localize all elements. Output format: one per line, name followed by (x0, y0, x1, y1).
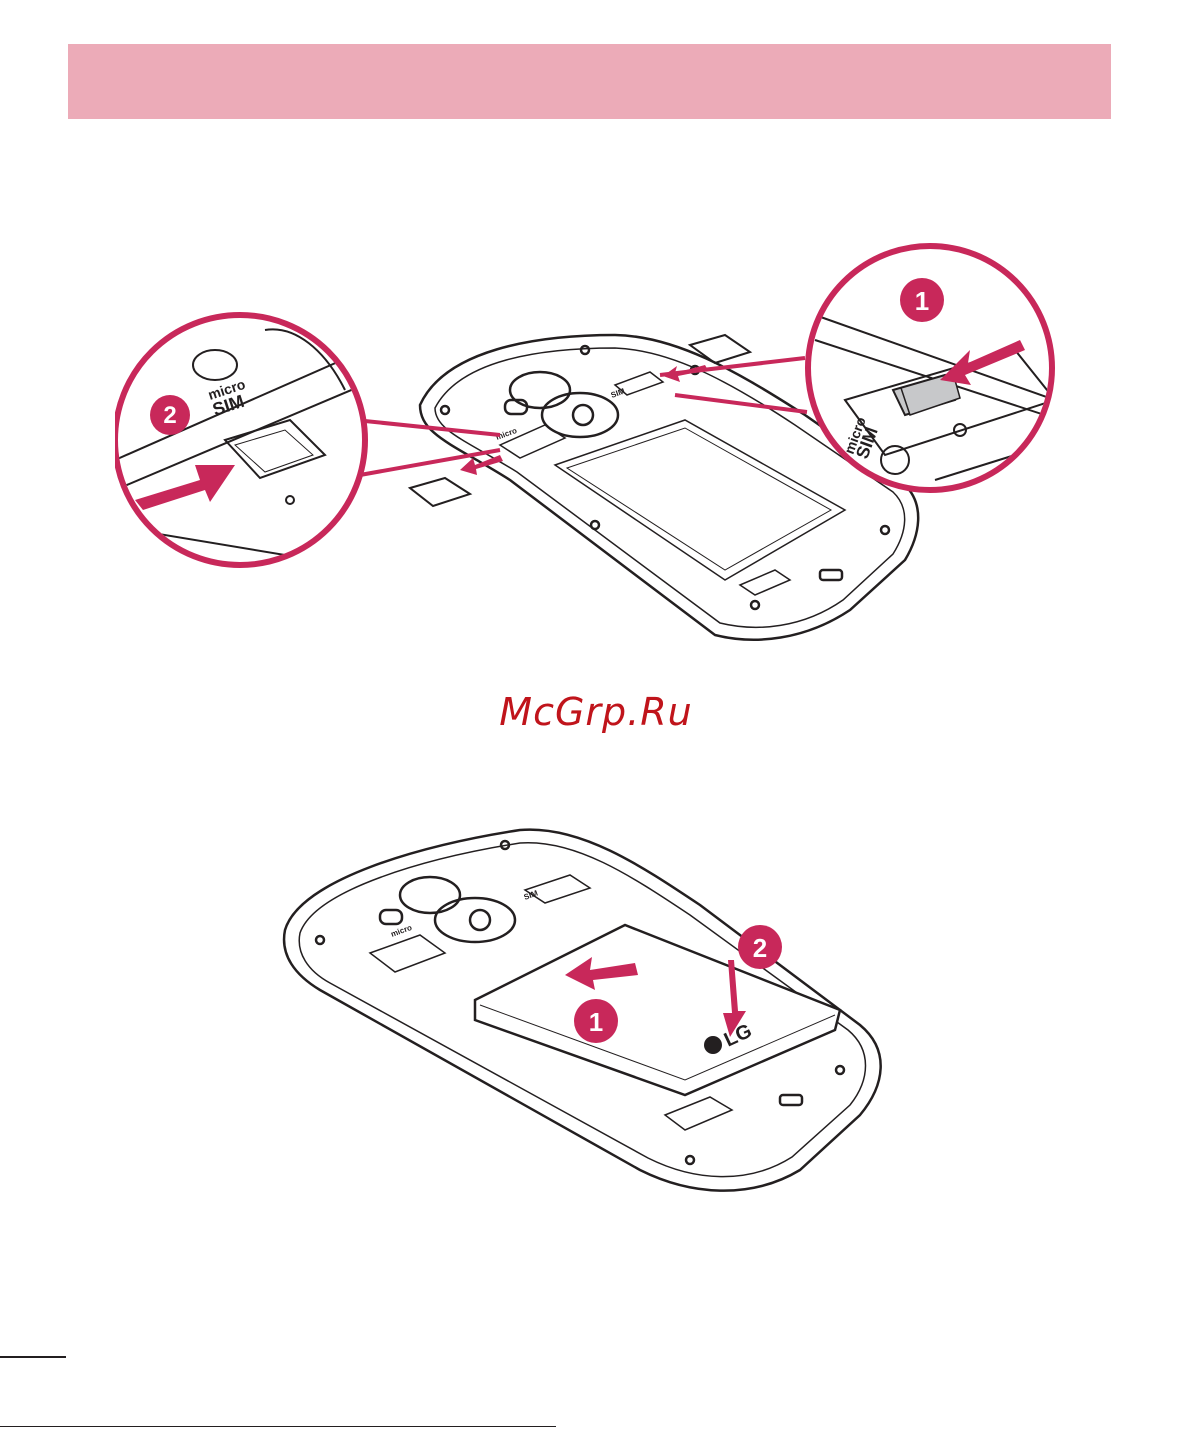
section-header-band (68, 44, 1111, 119)
sim-insertion-illustration: SIM micro micro SIM 2 (115, 240, 1060, 650)
lg-logo-icon (704, 1036, 722, 1054)
footer-rule (0, 1356, 66, 1358)
right-callout-step-number: 1 (915, 286, 929, 316)
sim-card-top (690, 335, 750, 363)
sim-card-bottom (410, 478, 470, 506)
phone-sim-label: SIM (610, 386, 627, 399)
left-callout-step-number: 2 (163, 402, 176, 429)
watermark-text: McGrp.Ru (0, 690, 1192, 734)
battery-step-insert-number: 1 (589, 1007, 603, 1037)
battery-insertion-illustration: SIM micro LG 1 2 (280, 825, 890, 1200)
right-callout-magnified: micro SIM 1 (808, 246, 1060, 490)
battery-illustration: LG (475, 925, 840, 1095)
left-callout-magnified: micro SIM 2 (115, 315, 375, 600)
battery-step-press-number: 2 (753, 933, 767, 963)
phone-micro-label: micro (390, 923, 414, 939)
bottom-rule (0, 1426, 556, 1427)
